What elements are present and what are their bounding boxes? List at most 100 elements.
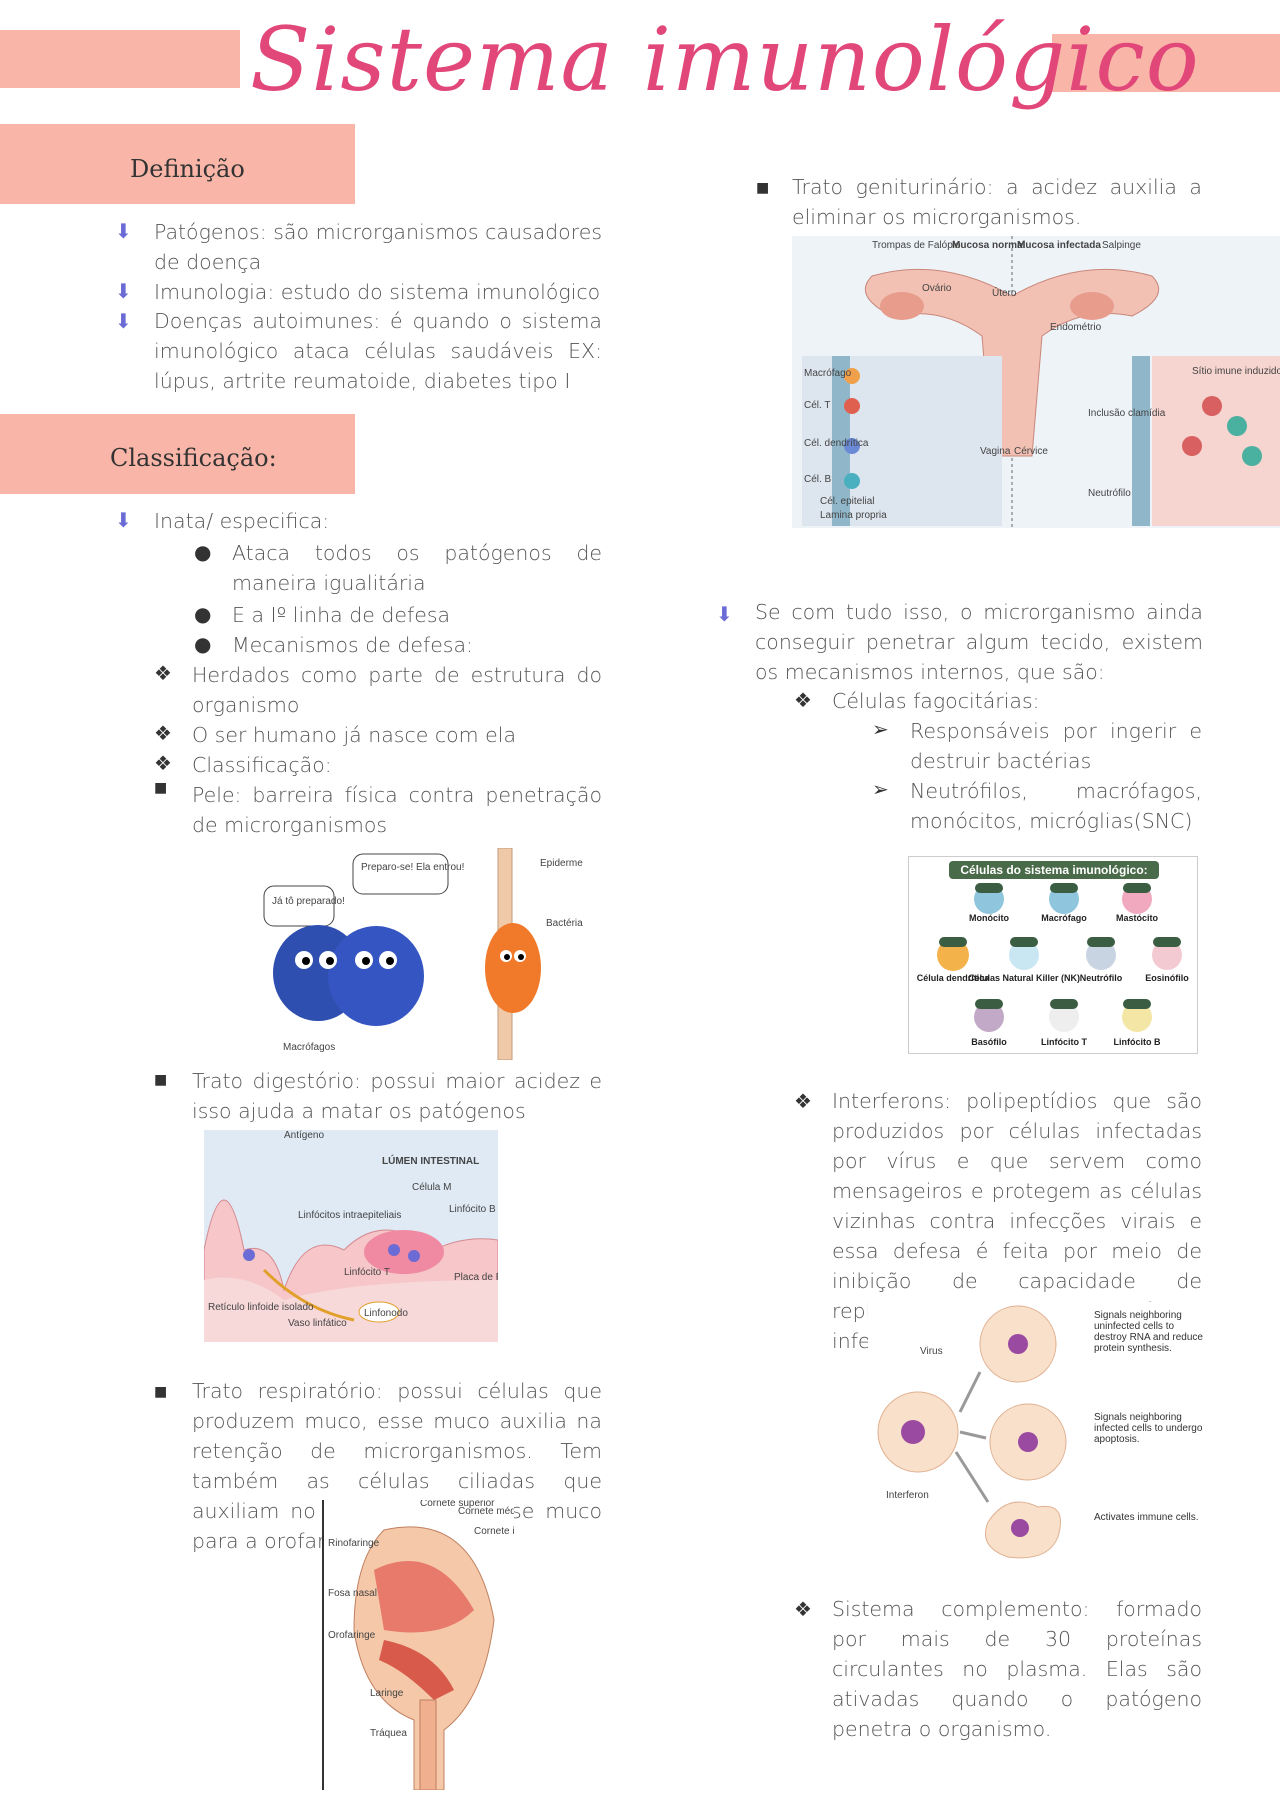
label-cel-epitelial: Cél. epitelial [820, 496, 874, 507]
arrow-right-bullet-icon: ➢ [872, 717, 889, 741]
cell-name: Mastócito [1116, 913, 1159, 923]
inata-bullet-2: E a Iº linha de defesa [232, 603, 451, 627]
label-mucosa-normal: Mucosa normal [952, 240, 1026, 251]
virus-figure: Virus Interferon Signals neighboring uni… [868, 1302, 1208, 1572]
diamond-bullet-icon: ❖ [154, 721, 172, 745]
diamond-bullet-icon: ❖ [154, 751, 172, 775]
cell-name: Eosinófilo [1145, 973, 1189, 983]
respiratorio-figure: Cornete superior Cornete médio Cornete i… [322, 1498, 544, 1791]
label-cel-b: Cél. B [804, 474, 832, 485]
label-cornete-sup: Cornete superior [420, 1500, 495, 1509]
definicao-item-3: Doenças autoimunes: é quando o sistema i… [154, 309, 602, 393]
square-bullet: ■ [154, 1384, 168, 1400]
label-linfocito-b: Linfócito B [449, 1204, 496, 1215]
label-cervice: Cérvice [1014, 446, 1048, 457]
label-orofaringe: Orofaringe [328, 1630, 376, 1641]
label-trompas: Trompas de Falópio [872, 240, 961, 251]
label-placa: Placa de Peyer [454, 1272, 498, 1283]
arrow-bullet-icon: ⬇ [115, 279, 132, 303]
celulas-title: Células do sistema imunológico: [960, 863, 1147, 877]
digestorio-text: Trato digestório: possui maior acidez e … [192, 1069, 602, 1123]
geniturinario-figure: Trompas de Falópio Mucosa normal Mucosa … [792, 236, 1280, 528]
section-title-definicao: Definição [130, 155, 245, 183]
diamond-item-1: Herdados como parte de estrutura do orga… [192, 663, 602, 717]
label-inclusao: Inclusão clamídia [1088, 408, 1166, 419]
label-macrofago: Macrófago [804, 368, 852, 379]
label-celula-m: Célula M [412, 1182, 451, 1193]
internos-intro: Se com tudo isso, o microrganismo ainda … [755, 600, 1203, 684]
complemento-text: Sistema complemento: formado por mais de… [832, 1597, 1202, 1741]
cell-name: Linfócito B [1114, 1037, 1161, 1047]
diamond-bullet-icon: ❖ [794, 1597, 812, 1621]
label-cornete-med: Cornete médio [458, 1506, 514, 1517]
label-salpinge: Salpinge [1102, 240, 1141, 251]
section-bar-classificacao [0, 414, 355, 494]
speech-bubble-1: Já tô preparado! [272, 896, 345, 907]
label-traqueia: Tráquea [370, 1728, 407, 1739]
cell-name: Macrófago [1041, 913, 1087, 923]
diamond-bullet-icon: ❖ [794, 688, 812, 712]
pele-text: Pele: barreira física contra penetração … [192, 783, 602, 837]
diamond-item-3: Classificação: [192, 753, 332, 777]
label-cel-dendritica: Cél. dendrítica [804, 438, 869, 449]
signal-text-1: Signals neighboring uninfected cells to … [1094, 1310, 1203, 1354]
definicao-item-2: Imunologia: estudo do sistema imunológic… [154, 280, 601, 304]
label-vagina: Vagina [980, 446, 1011, 457]
fagocitarias-item-1: Responsáveis por ingerir e destruir bact… [910, 719, 1202, 773]
inata-label: Inata/ especifica: [154, 509, 330, 533]
arrow-bullet-icon: ⬇ [115, 309, 132, 333]
header-bar-right [1052, 34, 1280, 92]
diamond-bullet-icon: ❖ [794, 1089, 812, 1113]
label-fosa: Fosa nasal [328, 1588, 377, 1599]
label-interferon: Interferon [886, 1490, 929, 1501]
cell-name: Linfócito T [1041, 1037, 1087, 1047]
macrofagos-figure: Já tô preparado! Preparo-se! Ela entrou!… [258, 847, 603, 1061]
cell-name: Célula dendrítica [917, 973, 991, 983]
intestino-figure: Antígeno LÚMEN INTESTINAL Célula M Linfó… [203, 1130, 522, 1343]
dot-bullet: ● [194, 540, 212, 564]
definicao-item-1: Patógenos: são microrganismos causadores… [154, 220, 602, 274]
label-virus: Virus [920, 1346, 943, 1357]
label-cornete-inf: Cornete inferior [474, 1526, 514, 1537]
arrow-bullet-icon: ⬇ [716, 602, 733, 626]
label-reticulo: Retículo linfoide isolado [208, 1302, 314, 1313]
celulas-figure: Células do sistema imunológico: Monócito… [908, 856, 1198, 1054]
label-laringe: Laringe [370, 1688, 404, 1699]
cell-name: Células Natural Killer (NK) [968, 973, 1080, 983]
arrow-bullet-icon: ⬇ [115, 508, 132, 532]
square-bullet: ■ [154, 1072, 168, 1088]
section-title-classificacao: Classificação: [110, 444, 277, 472]
label-mucosa-infectada: Mucosa infectada [1017, 240, 1101, 251]
label-bacteria: Bactéria [546, 918, 583, 929]
dot-bullet: ● [194, 602, 212, 626]
label-linfocitos-intra: Linfócitos intraepiteliais [298, 1210, 401, 1221]
label-antigeno: Antígeno [284, 1130, 324, 1141]
label-ovario: Ovário [922, 283, 952, 294]
arrow-bullet-icon: ⬇ [115, 219, 132, 243]
cell-name: Monócito [969, 913, 1009, 923]
fagocitarias-label: Células fagocitárias: [832, 689, 1040, 713]
square-bullet: ■ [154, 780, 168, 796]
label-rinofaringe: Rinofaringe [328, 1538, 380, 1549]
dot-bullet: ● [194, 632, 212, 656]
label-sitio: Sítio imune induzido [1192, 366, 1280, 377]
label-utero: Útero [992, 286, 1017, 299]
signal-text-3: Activates immune cells. [1094, 1512, 1199, 1523]
cell-name: Basófilo [971, 1037, 1007, 1047]
label-cel-t: Cél. T [804, 400, 831, 411]
fagocitarias-item-2: Neutrófilos, macrófagos, monócitos, micr… [910, 779, 1202, 833]
label-vaso: Vaso linfático [288, 1318, 347, 1329]
page-title: Sistema imunológico [250, 8, 1200, 111]
label-macrofagos: Macrófagos [283, 1042, 335, 1053]
diamond-item-2: O ser humano já nasce com ela [192, 723, 517, 747]
signal-text-2: Signals neighboring infected cells to un… [1094, 1412, 1203, 1445]
label-epiderme: Epiderme [540, 858, 583, 869]
label-linfocito-t: Linfócito T [344, 1267, 390, 1278]
diamond-bullet-icon: ❖ [154, 661, 172, 685]
cell-name: Neutrófilo [1080, 973, 1123, 983]
label-endometrio: Endométrio [1050, 322, 1102, 333]
speech-bubble-2: Preparo-se! Ela entrou! [361, 862, 464, 873]
arrow-right-bullet-icon: ➢ [872, 777, 889, 801]
label-lumen: LÚMEN INTESTINAL [382, 1154, 479, 1167]
square-bullet: ■ [756, 180, 770, 196]
